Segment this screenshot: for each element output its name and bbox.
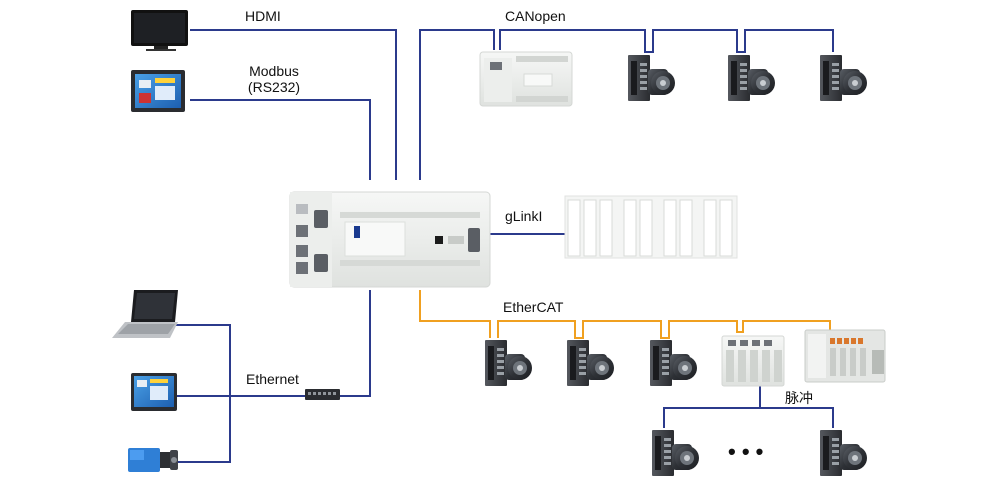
modbus-label-line1: Modbus — [249, 63, 299, 79]
ethercat-uplink — [419, 290, 491, 338]
ethercat-label: EtherCAT — [503, 299, 564, 315]
servo-icon — [820, 55, 867, 101]
monitor-icon — [131, 10, 188, 51]
servo-icon — [628, 55, 675, 101]
io-module-icon — [479, 51, 573, 107]
ethercat-chain — [497, 320, 831, 339]
canopen-bus — [499, 29, 834, 53]
laptop-icon — [112, 290, 178, 338]
ethernet-branch — [175, 324, 231, 463]
io-rack-icon — [564, 195, 738, 259]
servo-icon — [485, 340, 532, 386]
pulse-bus — [663, 385, 834, 428]
servo-icon — [820, 430, 867, 476]
switch-icon — [305, 389, 340, 400]
modbus-link — [190, 99, 371, 180]
glink-label: gLinkI — [505, 208, 543, 224]
controller-icon — [289, 191, 491, 288]
hmi-panel-icon — [131, 373, 177, 411]
ethernet-uplink — [340, 290, 371, 397]
ellipsis-dots: • • • — [728, 439, 764, 464]
blue-links — [175, 29, 834, 463]
hdmi-link — [190, 29, 397, 180]
canopen-label: CANopen — [505, 8, 566, 24]
camera-icon — [128, 448, 178, 472]
io-module-icon — [721, 335, 785, 387]
pulse-label: 脉冲 — [785, 390, 813, 406]
servo-icon — [650, 340, 697, 386]
hdmi-label: HDMI — [245, 8, 281, 24]
canopen-link — [419, 29, 495, 180]
ethernet-label: Ethernet — [246, 371, 299, 387]
modbus-label-line2: (RS232) — [247, 79, 301, 95]
hmi-panel-icon — [131, 70, 185, 112]
ethercat-links — [419, 290, 831, 339]
servo-icon — [567, 340, 614, 386]
servo-icon — [652, 430, 699, 476]
servo-icon — [728, 55, 775, 101]
remote-io-icon — [804, 329, 886, 383]
